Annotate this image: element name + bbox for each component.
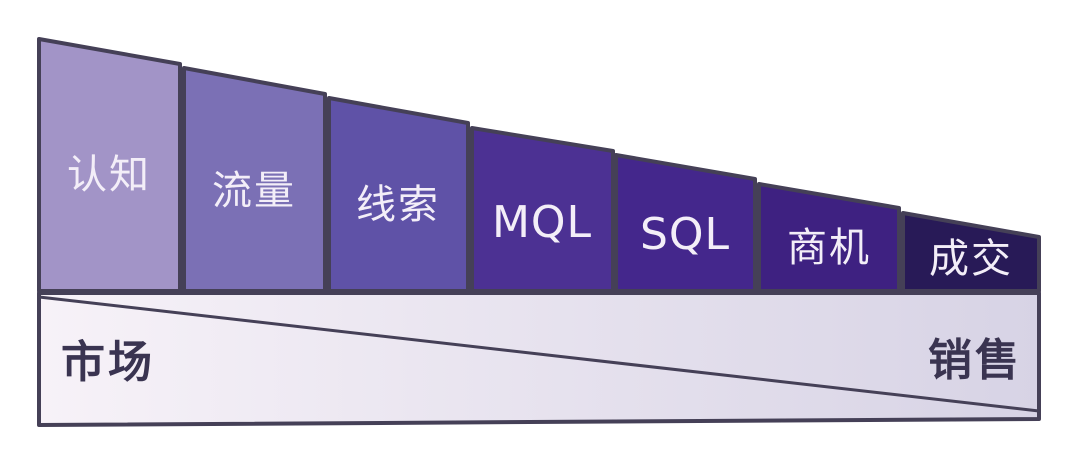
stage-label-traffic: 流量 — [212, 168, 296, 214]
stage-label-deal: 成交 — [929, 236, 1013, 282]
funnel-stage-mql — [470, 126, 615, 293]
funnel-stage-sql — [614, 153, 757, 293]
stage-label-awareness: 认知 — [67, 152, 151, 198]
funnel-stage-leads — [327, 96, 470, 293]
stage-label-leads: 线索 — [356, 182, 440, 228]
funnel-stage-opportunity — [757, 182, 901, 293]
stage-label-mql: MQL — [492, 197, 592, 248]
funnel-stage-deal — [901, 211, 1041, 293]
band-label-sales: 销售 — [928, 335, 1022, 386]
stage-label-opportunity: 商机 — [787, 225, 871, 271]
band-diagonal-divider — [37, 295, 1041, 413]
funnel-stage-awareness — [37, 37, 182, 293]
stage-label-sql: SQL — [640, 209, 730, 260]
band-label-marketing: 市场 — [61, 337, 155, 388]
funnel-stage-traffic — [182, 66, 327, 293]
